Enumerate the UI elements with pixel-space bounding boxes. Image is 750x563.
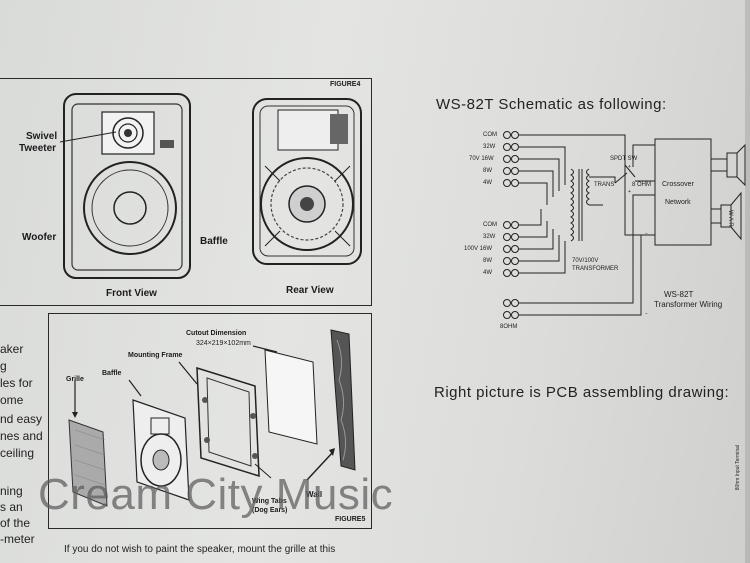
left-text-7: ceiling xyxy=(0,446,35,460)
caption-transformer-wiring: Transformer Wiring xyxy=(654,300,723,309)
tap-bottom-32w: 32W xyxy=(483,234,496,240)
svg-text:+: + xyxy=(628,189,631,195)
left-text-8: ning xyxy=(0,484,23,498)
tap-top-4w: 4W xyxy=(483,180,492,186)
wing-tabs-label: Wing Tabs xyxy=(252,498,287,505)
installation-drawing xyxy=(68,329,356,507)
svg-text:+: + xyxy=(628,164,631,170)
baffle-label: Baffle xyxy=(200,236,228,247)
woofer-label: Woofer xyxy=(22,232,57,243)
crossover-label: Crossover xyxy=(662,181,694,188)
grille-label: Grille xyxy=(66,376,84,383)
tweeter-label: Tweeter xyxy=(19,143,57,154)
figure5-box xyxy=(48,313,372,529)
tap-top-32w: 32W xyxy=(483,144,496,150)
rear-view-label: Rear View xyxy=(286,285,334,296)
caption-ws82t: WS-82T xyxy=(664,290,694,299)
tap-top-8w: 8W xyxy=(483,168,492,174)
cutout-size-label: 324×219×102mm xyxy=(196,340,251,347)
watermark: Cream City Music xyxy=(38,470,394,519)
left-text-6: nes and xyxy=(0,429,43,443)
spdt-label: SPDT SW xyxy=(610,156,638,162)
left-text-11: -meter xyxy=(0,532,35,546)
right-page-edge xyxy=(745,0,750,563)
bottom-instruction-text: If you do not wish to paint the speaker,… xyxy=(64,544,336,555)
svg-text:−: − xyxy=(645,231,648,237)
schematic-drawing: + + − − xyxy=(503,131,746,319)
dog-ears-label: (Dog Ears) xyxy=(252,507,288,514)
left-text-4: ome xyxy=(0,393,24,407)
figure4-title: FIGURE4 xyxy=(330,81,361,88)
left-text-5: nd easy xyxy=(0,412,43,426)
wall-label: Wall xyxy=(306,490,323,499)
trans-label: TRANS xyxy=(594,182,615,188)
transformer-label-1: 70V/100V xyxy=(572,258,599,264)
left-text-10: of the xyxy=(0,516,31,530)
tap-bottom-100v16w: 100V 16W xyxy=(464,246,493,252)
ohm-terminal-label: 8OHM xyxy=(500,324,518,330)
left-text-9: s an xyxy=(0,500,23,514)
ohm8-label: 8 OHM xyxy=(632,182,652,188)
front-view-drawing xyxy=(63,93,191,279)
swivel-label: Swivel xyxy=(26,131,58,142)
network-label: Network xyxy=(665,199,691,206)
cutout-dimension-label: Cutout Dimension xyxy=(186,330,247,337)
schematic-heading: WS-82T Schematic as following: xyxy=(436,96,667,113)
figure4-box xyxy=(0,78,372,306)
mounting-frame-label: Mounting Frame xyxy=(128,352,183,359)
tap-top-70v16w: 70V 16W xyxy=(469,156,494,162)
rear-view-drawing xyxy=(252,98,362,265)
left-text-2: g xyxy=(0,359,7,373)
side-input-label: 80hm Input Terminal xyxy=(735,445,741,491)
svg-text:−: − xyxy=(645,311,648,317)
left-text-3: les for xyxy=(0,376,33,390)
figure5-title: FIGURE5 xyxy=(335,516,366,523)
war-label: W A R xyxy=(727,210,733,227)
tap-bottom-com: COM xyxy=(483,222,497,228)
tap-bottom-4w: 4W xyxy=(483,270,492,276)
transformer-label-2: TRANSFORMER xyxy=(572,266,619,272)
front-view-label: Front View xyxy=(106,288,157,299)
pcb-heading: Right picture is PCB assembling drawing: xyxy=(434,384,730,401)
fig5-baffle-label: Baffle xyxy=(102,370,122,377)
tweeter-leader-line xyxy=(60,131,117,143)
left-text-1: aker xyxy=(0,342,24,356)
tap-bottom-8w: 8W xyxy=(483,258,492,264)
tap-top-com: COM xyxy=(483,132,497,138)
